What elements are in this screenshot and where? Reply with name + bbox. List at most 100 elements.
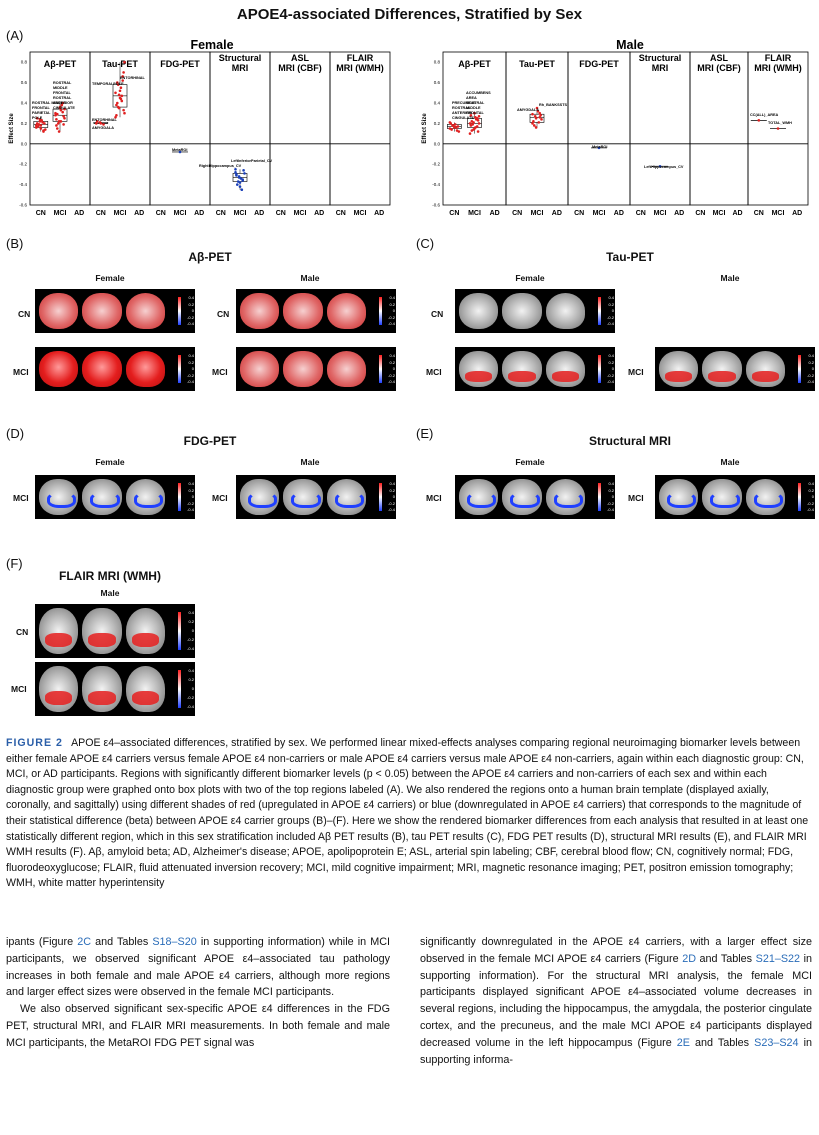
- panel-a-female-point: [60, 103, 64, 107]
- panel-a-female-abeta-mci-label: MIDDLE: [53, 86, 68, 90]
- panel-f-row-cn: CN: [16, 627, 29, 637]
- brain-slice: [545, 293, 585, 329]
- brain-slice: [283, 351, 323, 387]
- panel-a-male-xtick: AD: [490, 210, 500, 217]
- brain-slice: [545, 479, 585, 515]
- colorbar-tick: 0.2: [188, 677, 194, 682]
- panel-a-male-col-frame: [567, 51, 631, 206]
- panel-a-female-col-header: MRI: [232, 63, 249, 73]
- panel-a-male-col-header: Structural: [639, 53, 682, 63]
- colorbar-tick: 0: [191, 366, 194, 371]
- panel-a-female-point: [56, 112, 59, 116]
- panel-a-female-col-frame: [149, 51, 211, 206]
- panel-a-male-point: [470, 129, 474, 132]
- colorbar-tick: -0.2: [388, 372, 395, 378]
- panel-d-letter: (D): [6, 426, 25, 441]
- panel-a-female-xtick: AD: [314, 210, 324, 217]
- brain-slice: [459, 479, 499, 515]
- colorbar: [379, 483, 382, 511]
- panel-a-male-point: [457, 130, 461, 133]
- figure-title: APOE4-associated Differences, Stratified…: [236, 6, 583, 23]
- panel-a-male-point: [475, 125, 479, 128]
- panel-a-male-point: [539, 113, 542, 117]
- panel-a-male-abeta-cn-label: ROSTRAL: [452, 106, 471, 110]
- panel-a-male-point: [538, 111, 541, 115]
- blue-region: [466, 491, 497, 509]
- panel-a-male-ytick: 0.6: [434, 80, 441, 85]
- panel-a-male-abeta-mci-label: MIDDLE: [466, 106, 481, 110]
- panel-a-male-xtick: CN: [754, 210, 764, 217]
- colorbar: [598, 483, 601, 511]
- panel-a-male-abeta-cn-label: ANTERIOR: [452, 111, 472, 115]
- panel-a-male-point: [453, 123, 457, 126]
- panel-a-male-point: [477, 114, 481, 118]
- panel-a-male-point: [473, 127, 476, 130]
- red-region: [88, 691, 116, 706]
- panel-a-male-xtick: MCI: [593, 210, 606, 217]
- colorbar-tick: -0.4: [187, 646, 194, 651]
- brain-slice: [125, 666, 165, 712]
- brain-slice: [745, 351, 785, 387]
- panel-a-male-flair-label: TOTAL_WMH: [768, 121, 792, 125]
- colorbar-tick: 0.4: [389, 481, 395, 486]
- panel-a-male-point: [531, 112, 534, 116]
- panel-a-female-col-header: ASL: [291, 53, 310, 63]
- panel-a-male-xtick: CN: [449, 210, 459, 217]
- brain-slice: [82, 608, 122, 654]
- panel-a-male-point: [537, 121, 541, 124]
- panel-a-female-ytick: -0.4: [19, 182, 27, 187]
- panel-a-female-mri-label: RightHippocampus_CV: [199, 164, 242, 168]
- panel-a-male-point: [757, 119, 761, 122]
- figure-link-2e[interactable]: 2E: [676, 1036, 690, 1049]
- panel-a-male-point: [532, 120, 535, 123]
- colorbar-tick: 0.2: [608, 487, 614, 493]
- figure-link-2d[interactable]: 2D: [682, 952, 696, 965]
- panel-a-female-point: [55, 124, 58, 127]
- panel-c-male-head: Male: [720, 273, 740, 283]
- panel-a-male-xtick: AD: [552, 210, 562, 217]
- brain-slice: [82, 293, 122, 329]
- colorbar-tick: 0: [392, 366, 395, 371]
- panel-a-female-abeta-mci-label: ANTERIOR: [53, 101, 73, 105]
- panel-a-female-point: [63, 117, 66, 120]
- table-link-s23-s24[interactable]: S23–S24: [754, 1036, 799, 1049]
- brain-slice: [240, 479, 280, 515]
- panel-a-male-xtick: MCI: [772, 210, 785, 217]
- table-link-s18-s20[interactable]: S18–S20: [152, 936, 197, 948]
- panel-c-letter: (C): [416, 236, 435, 251]
- panel-d-male-head: Male: [300, 457, 320, 467]
- panel-a-female-abeta-cn-label: POLE: [32, 116, 43, 120]
- brain-slice: [39, 666, 79, 712]
- panel-c-title: Tau-PET: [606, 250, 654, 264]
- panel-a-female-header: Female: [190, 38, 233, 52]
- panel-a-male-col-frame: [747, 51, 809, 206]
- colorbar-tick: 0.4: [608, 295, 614, 300]
- table-link-s21-s22[interactable]: S21–S22: [755, 952, 801, 965]
- brain-slice: [502, 479, 542, 515]
- panel-a-female-point: [115, 113, 118, 117]
- panel-a-female-ytick: 0.2: [21, 121, 28, 126]
- panel-b-male-head: Male: [300, 273, 320, 283]
- blue-region: [90, 491, 120, 509]
- panel-a-female-point: [121, 75, 124, 78]
- panel-a-male-point: [477, 122, 481, 125]
- panel-a-male-col-header: MRI (WMH): [754, 63, 801, 73]
- colorbar-tick: 0.4: [188, 295, 194, 300]
- panel-a-male-point: [451, 124, 454, 127]
- colorbar-tick: 0: [811, 494, 814, 499]
- panel-a-male-xtick: CN: [512, 210, 522, 217]
- panel-d-title: FDG-PET: [183, 434, 237, 448]
- panel-a-female-point: [122, 71, 125, 74]
- panel-a-female-point: [241, 179, 244, 182]
- panel-a-female-ylabel: Effect Size: [9, 113, 15, 144]
- panel-a-male-ytick: -0.6: [432, 203, 440, 208]
- panel-a-male-ylabel: Effect Size: [422, 113, 428, 144]
- colorbar-tick: 0.2: [608, 359, 614, 365]
- figure-link-2c[interactable]: 2C: [77, 936, 92, 948]
- panel-a-female-col-frame: [329, 51, 391, 206]
- panel-a-female-point: [120, 94, 124, 98]
